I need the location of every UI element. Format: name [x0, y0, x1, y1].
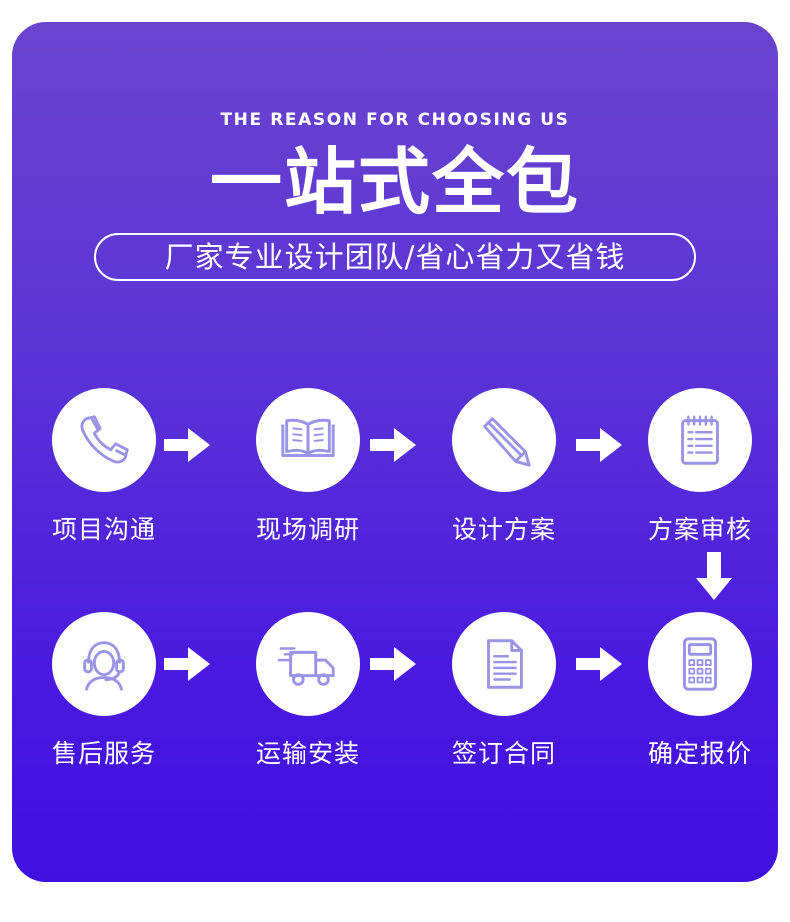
eyebrow-text: THE REASON FOR CHOOSING US [220, 110, 570, 130]
step-label: 项目沟通 [51, 515, 156, 544]
page-title: 一站式全包 [209, 140, 580, 224]
step-label: 确定报价 [647, 739, 752, 768]
step-circle [648, 612, 752, 716]
notepad-icon [681, 415, 719, 465]
arrow-right-icon [164, 428, 210, 462]
step-site-survey: 现场调研 [228, 388, 388, 546]
phone-icon [80, 415, 129, 464]
arrow-down-icon [696, 552, 732, 600]
step-label: 签订合同 [451, 739, 556, 768]
main-panel: THE REASON FOR CHOOSING US 一站式全包 厂家专业设计团… [12, 22, 778, 882]
step-label: 售后服务 [51, 739, 156, 768]
step-label: 现场调研 [255, 515, 360, 544]
step-transport-install: 运输安装 [228, 612, 388, 770]
step-circle [52, 388, 156, 492]
subtitle-pill: 厂家专业设计团队/省心省力又省钱 [94, 233, 696, 281]
step-label: 方案审核 [647, 515, 752, 544]
step-circle [256, 388, 360, 492]
step-circle [256, 612, 360, 716]
book-icon [281, 418, 335, 457]
step-circle [52, 612, 156, 716]
arrow-right-icon [576, 647, 622, 681]
step-label: 设计方案 [451, 515, 556, 544]
pencil-icon [483, 417, 531, 467]
step-after-sales: 售后服务 [24, 612, 184, 770]
truck-icon [277, 647, 335, 686]
arrow-right-icon [370, 647, 416, 681]
arrow-right-icon [370, 428, 416, 462]
step-confirm-quote: 确定报价 [620, 612, 778, 770]
document-icon [487, 639, 523, 689]
step-design-plan: 设计方案 [424, 388, 584, 546]
step-circle [648, 388, 752, 492]
arrow-right-icon [576, 428, 622, 462]
step-plan-review: 方案审核 [620, 388, 778, 546]
step-circle [452, 388, 556, 492]
arrow-right-icon [164, 647, 210, 681]
step-label: 运输安装 [255, 739, 360, 768]
step-sign-contract: 签订合同 [424, 612, 584, 770]
step-circle [452, 612, 556, 716]
headset-icon [83, 641, 125, 691]
step-project-communication: 项目沟通 [24, 388, 184, 546]
calculator-icon [683, 637, 717, 691]
